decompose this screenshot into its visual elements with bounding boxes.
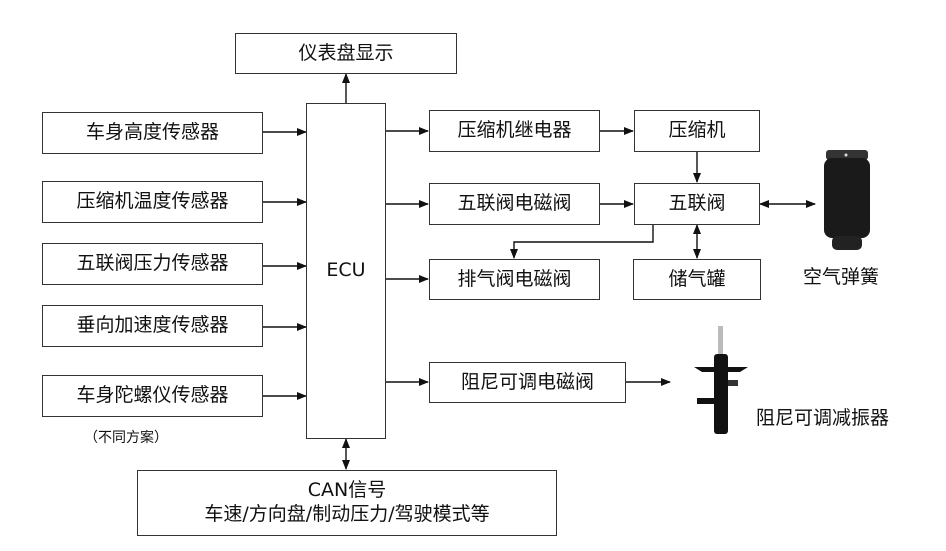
tank-label: 储气罐	[668, 267, 726, 290]
damper-image	[694, 326, 748, 434]
sensor-note: （不同方案）	[84, 430, 168, 446]
compressor-relay-label: 压缩机继电器	[457, 119, 572, 142]
damper-label: 阻尼可调减振器	[756, 407, 890, 429]
ecu-label: ECU	[326, 259, 366, 282]
dashboard-display-box: 仪表盘显示	[235, 33, 457, 74]
compressor-label: 压缩机	[668, 119, 726, 142]
exhaust-solenoid-box: 排气阀电磁阀	[429, 259, 600, 300]
can-signal-box: CAN信号 车速/方向盘/制动压力/驾驶模式等	[137, 470, 557, 536]
sensor-five-valve-pressure: 五联阀压力传感器	[42, 243, 263, 285]
sensor-label: 车身陀螺仪传感器	[76, 384, 229, 407]
five-valve-box: 五联阀	[634, 183, 760, 225]
sensor-label: 垂向加速度传感器	[76, 314, 229, 337]
tank-box: 储气罐	[633, 259, 761, 300]
dashboard-label: 仪表盘显示	[298, 41, 394, 64]
damping-solenoid-box: 阻尼可调电磁阀	[429, 362, 626, 403]
exhaust-solenoid-label: 排气阀电磁阀	[457, 267, 572, 290]
compressor-box: 压缩机	[634, 110, 760, 152]
sensor-compressor-temp: 压缩机温度传感器	[42, 181, 263, 223]
five-valve-solenoid-label: 五联阀电磁阀	[457, 192, 572, 215]
five-valve-label: 五联阀	[668, 192, 726, 215]
sensor-body-height: 车身高度传感器	[42, 112, 263, 154]
damping-solenoid-label: 阻尼可调电磁阀	[460, 370, 594, 393]
sensor-label: 五联阀压力传感器	[76, 252, 229, 275]
sensor-label: 压缩机温度传感器	[76, 190, 229, 213]
five-valve-solenoid-box: 五联阀电磁阀	[429, 183, 600, 225]
ecu-box: ECU	[306, 103, 386, 439]
can-title: CAN信号	[307, 479, 387, 502]
air-spring-image	[824, 150, 870, 250]
compressor-relay-box: 压缩机继电器	[429, 110, 600, 152]
air-spring-label: 空气弹簧	[803, 266, 880, 288]
sensor-gyro: 车身陀螺仪传感器	[42, 375, 263, 417]
fivevalve-exhaust-arrow	[510, 224, 654, 259]
sensor-vertical-accel: 垂向加速度传感器	[42, 305, 263, 347]
sensor-label: 车身高度传感器	[85, 121, 219, 144]
can-signals: 车速/方向盘/制动压力/驾驶模式等	[204, 503, 490, 525]
